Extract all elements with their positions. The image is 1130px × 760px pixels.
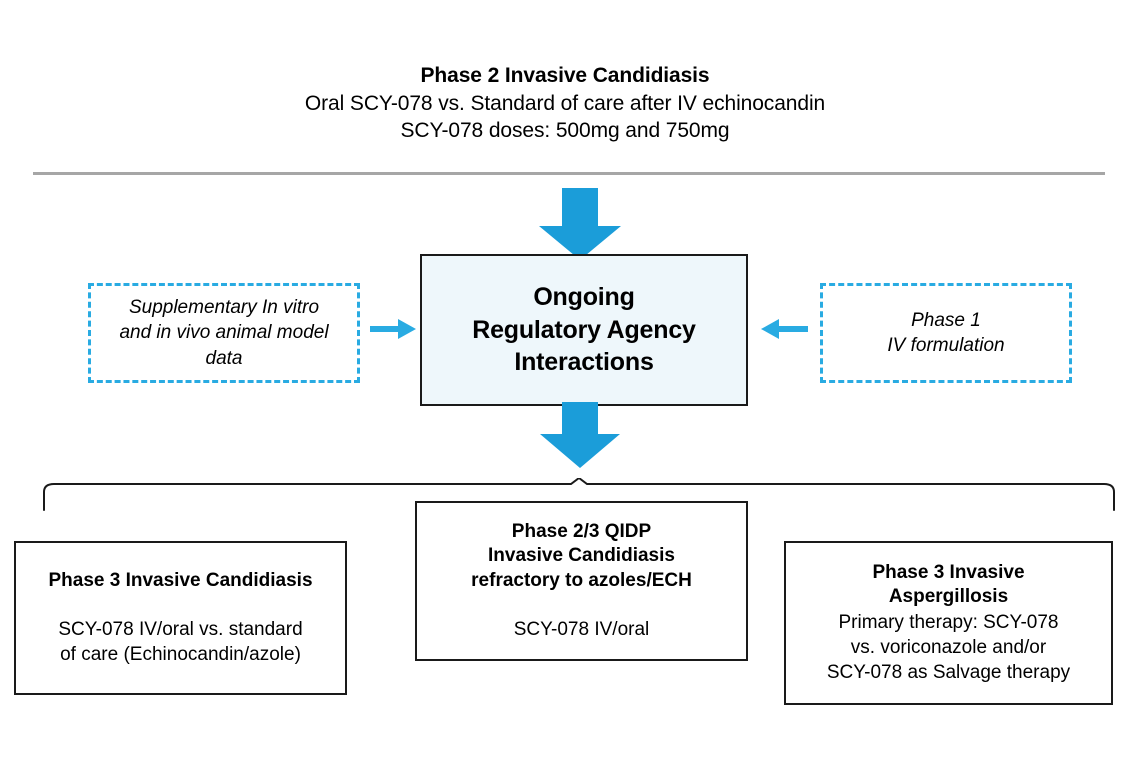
supplementary-data-box: Supplementary In vitro and in vivo anima… (88, 283, 360, 383)
ph3-asp-title-2: Aspergillosis (888, 586, 1009, 608)
ph3-cand-body-2: of care (Echinocandin/azole) (60, 644, 301, 666)
qidp-title-1: Phase 2/3 QIDP (511, 520, 652, 542)
arrow-left-icon (758, 313, 810, 345)
phase23-qidp-box: Phase 2/3 QIDP Invasive Candidiasis refr… (415, 501, 748, 661)
qidp-title-2: Invasive Candidiasis (488, 545, 675, 567)
phase1-line-2: IV formulation (887, 335, 1005, 356)
header-subtitle-1: Oral SCY-078 vs. Standard of care after … (304, 91, 826, 115)
bracket-icon (40, 476, 1118, 512)
center-line-1: Ongoing (533, 283, 635, 312)
ph3-asp-body-2: vs. voriconazole and/or (850, 636, 1047, 658)
qidp-title-3: refractory to azoles/ECH (471, 569, 692, 591)
header-block: Phase 2 Invasive Candidiasis Oral SCY-07… (0, 62, 1130, 145)
supplementary-line-2: and in vivo animal model (119, 322, 329, 344)
supplementary-line-1: Supplementary In vitro (128, 296, 320, 318)
arrow-down-block-icon (524, 402, 636, 468)
ph3-asp-body-1: Primary therapy: SCY-078 (838, 611, 1059, 633)
center-line-2: Regulatory Agency (472, 315, 696, 344)
ph3-asp-body-3: SCY-078 as Salvage therapy (826, 661, 1071, 683)
phase1-line-1: Phase 1 (911, 309, 981, 331)
center-line-3: Interactions (514, 348, 654, 377)
header-title: Phase 2 Invasive Candidiasis (420, 64, 710, 87)
phase3-aspergillosis-box: Phase 3 Invasive Aspergillosis Primary t… (784, 541, 1113, 705)
ph3-cand-body-1: SCY-078 IV/oral vs. standard (58, 619, 303, 641)
supplementary-line-3: data (205, 347, 243, 369)
header-divider (33, 172, 1105, 175)
phase3-candidiasis-box: Phase 3 Invasive Candidiasis SCY-078 IV/… (14, 541, 347, 695)
center-regulatory-box: Ongoing Regulatory Agency Interactions (420, 254, 748, 406)
arrow-right-icon (368, 313, 418, 345)
ph3-cand-title: Phase 3 Invasive Candidiasis (48, 569, 313, 591)
phase1-iv-formulation-box: Phase 1 IV formulation (820, 283, 1072, 383)
header-subtitle-2: SCY-078 doses: 500mg and 750mg (400, 119, 730, 143)
ph3-asp-title-1: Phase 3 Invasive (872, 562, 1025, 584)
qidp-body-1: SCY-078 IV/oral (513, 618, 650, 640)
arrow-down-block-icon (520, 188, 640, 260)
